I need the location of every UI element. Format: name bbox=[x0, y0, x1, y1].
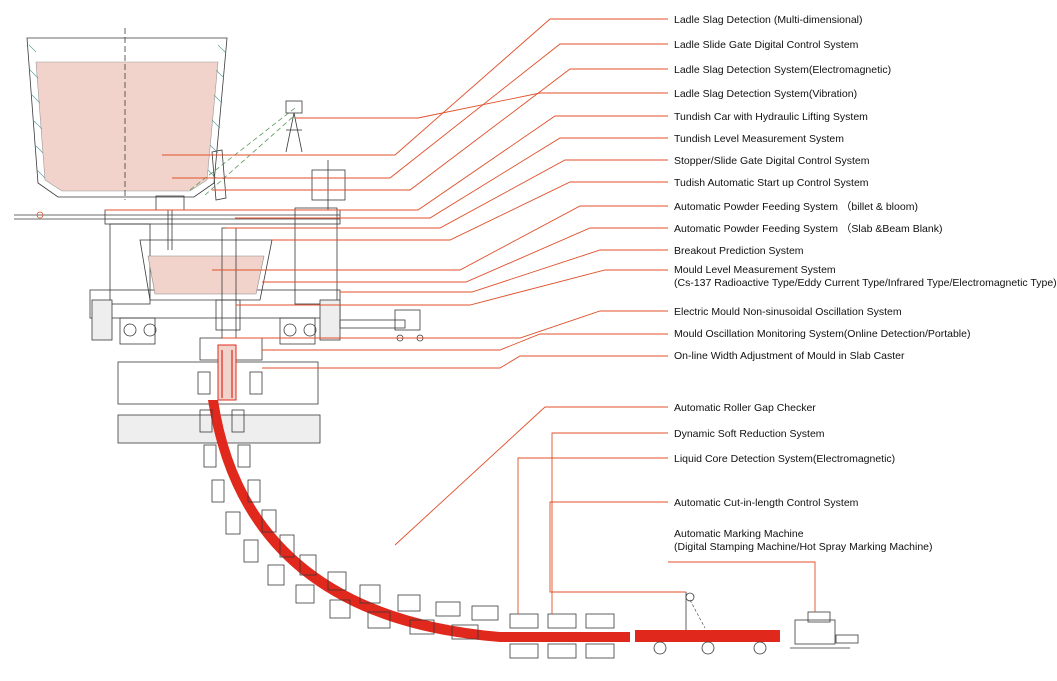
label-osc-monitor: Mould Oscillation Monitoring System(Onli… bbox=[674, 328, 971, 340]
mould bbox=[117, 309, 424, 444]
label-breakout: Breakout Prediction System bbox=[674, 245, 804, 257]
label-liquid-core: Liquid Core Detection System(Electromagn… bbox=[674, 453, 896, 465]
label-stopper-gate: Stopper/Slide Gate Digital Control Syste… bbox=[674, 155, 870, 167]
label-powder-slab: Automatic Powder Feeding System （Slab &B… bbox=[674, 223, 943, 235]
tundish bbox=[139, 227, 273, 339]
caster-diagram bbox=[14, 18, 859, 659]
label-ladle-slag-vib: Ladle Slag Detection System(Vibration) bbox=[674, 88, 858, 100]
label-mould-osc: Electric Mould Non-sinusoidal Oscillatio… bbox=[674, 306, 902, 318]
label-roller-gap: Automatic Roller Gap Checker bbox=[674, 402, 816, 414]
label-width-adjust: On-line Width Adjustment of Mould in Sla… bbox=[674, 350, 905, 362]
label-mould-level: Mould Level Measurement System(Cs-137 Ra… bbox=[674, 264, 1057, 289]
curved-strand bbox=[199, 400, 630, 659]
label-powder-billet: Automatic Powder Feeding System （billet … bbox=[674, 201, 918, 213]
label-ladle-slag-em: Ladle Slag Detection System(Electromagne… bbox=[674, 64, 892, 76]
label-ladle-slag-multi: Ladle Slag Detection (Multi-dimensional) bbox=[674, 14, 863, 26]
label-cut-length: Automatic Cut-in-length Control System bbox=[674, 497, 859, 509]
label-tundish-car: Tundish Car with Hydraulic Lifting Syste… bbox=[674, 111, 868, 123]
label-tundish-startup: Tudish Automatic Start up Control System bbox=[674, 177, 869, 189]
runout-table bbox=[635, 592, 859, 655]
label-marking: Automatic Marking Machine(Digital Stampi… bbox=[674, 528, 933, 553]
leader-lines bbox=[105, 18, 816, 614]
label-ladle-slide-gate: Ladle Slide Gate Digital Control System bbox=[674, 39, 859, 51]
ladle bbox=[26, 28, 228, 250]
label-tundish-level: Tundish Level Measurement System bbox=[674, 133, 845, 145]
label-soft-reduction: Dynamic Soft Reduction System bbox=[674, 428, 825, 440]
